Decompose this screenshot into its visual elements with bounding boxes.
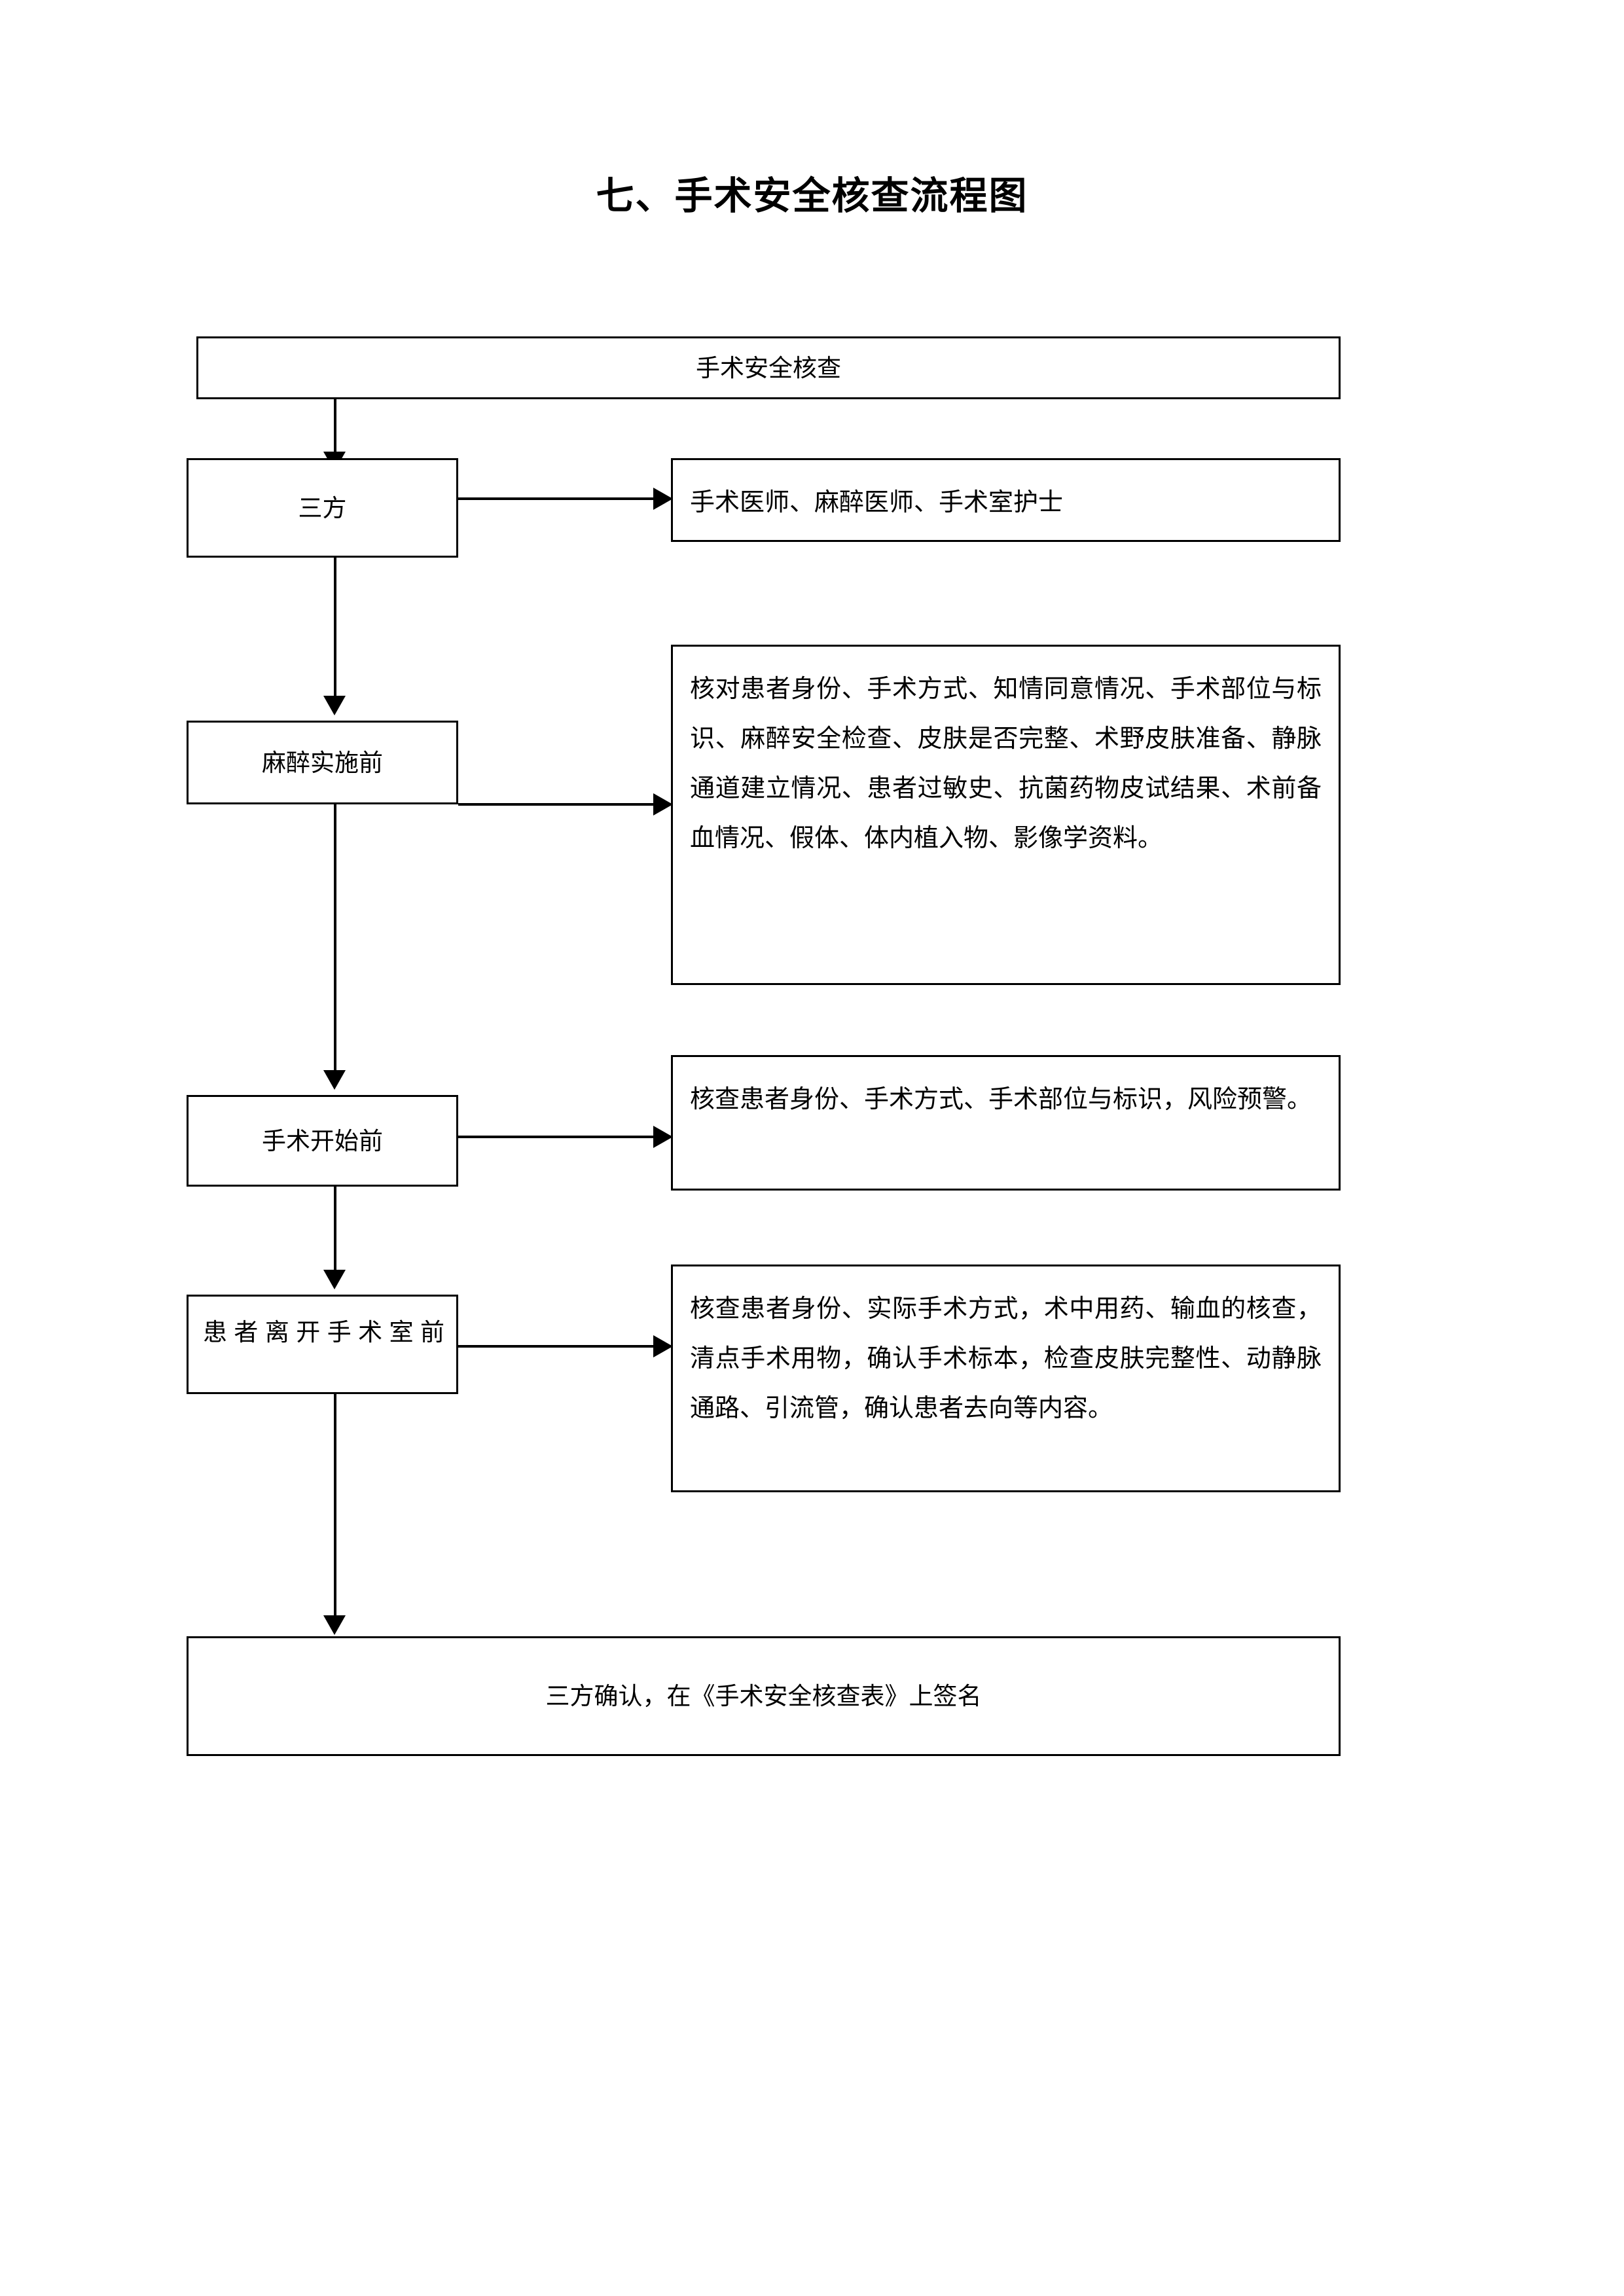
flow-node-start-label: 手术安全核查 — [696, 353, 841, 382]
flow-node-detail-three-parties-text: 手术医师、麻醉医师、手术室护士 — [690, 488, 1064, 516]
connector-stage2-to-stage3-arrowhead — [323, 1070, 346, 1090]
connector-stage1-to-stage2-arrowhead — [323, 696, 346, 715]
flow-node-detail-before-anesthesia: 核对患者身份、手术方式、知情同意情况、手术部位与标识、麻醉安全检查、皮肤是否完整… — [671, 645, 1341, 985]
flow-node-stage-before-surgery: 手术开始前 — [187, 1095, 458, 1187]
connector-stage1-to-detail1-line — [458, 497, 661, 500]
connector-stage4-to-end-arrowhead — [323, 1615, 346, 1635]
page-title: 七、手术安全核查流程图 — [596, 173, 1028, 218]
flow-node-stage-before-leaving-or-label: 患者离开手术室前 — [203, 1318, 444, 1346]
connector-stage2-to-stage3-line — [334, 804, 336, 1083]
flow-node-end: 三方确认，在《手术安全核查表》上签名 — [187, 1636, 1341, 1756]
connector-stage1-to-stage2-line — [334, 558, 336, 700]
flow-node-start: 手术安全核查 — [196, 336, 1341, 399]
flow-node-detail-before-surgery: 核查患者身份、手术方式、手术部位与标识，风险预警。 — [671, 1055, 1341, 1191]
flow-node-stage-three-parties-label: 三方 — [298, 493, 347, 522]
flow-node-detail-before-anesthesia-text: 核对患者身份、手术方式、知情同意情况、手术部位与标识、麻醉安全检查、皮肤是否完整… — [690, 674, 1322, 852]
connector-stage2-to-detail2-line — [458, 803, 661, 806]
flow-node-detail-before-surgery-text: 核查患者身份、手术方式、手术部位与标识，风险预警。 — [690, 1085, 1312, 1113]
connector-start-to-stage1-line — [334, 399, 336, 457]
connector-stage3-to-stage4-arrowhead — [323, 1270, 346, 1289]
flow-node-stage-before-surgery-label: 手术开始前 — [262, 1126, 383, 1155]
connector-stage3-to-stage4-line — [334, 1187, 336, 1281]
connector-stage4-to-detail4-line — [458, 1345, 661, 1348]
flow-node-end-label: 三方确认，在《手术安全核查表》上签名 — [545, 1682, 982, 1710]
connector-stage4-to-end-line — [334, 1394, 336, 1626]
flow-node-stage-before-leaving-or: 患者离开手术室前 — [187, 1295, 458, 1394]
connector-stage3-to-detail3-arrowhead — [653, 1126, 673, 1148]
flow-node-detail-before-leaving-or: 核查患者身份、实际手术方式，术中用药、输血的核查，清点手术用物，确认手术标本，检… — [671, 1265, 1341, 1492]
connector-stage1-to-detail1-arrowhead — [653, 488, 673, 510]
flow-node-stage-before-anesthesia: 麻醉实施前 — [187, 721, 458, 804]
flow-node-stage-three-parties: 三方 — [187, 458, 458, 558]
connector-stage4-to-detail4-arrowhead — [653, 1335, 673, 1357]
connector-stage3-to-detail3-line — [458, 1136, 661, 1138]
flow-node-stage-before-anesthesia-label: 麻醉实施前 — [262, 748, 383, 777]
flow-node-detail-three-parties: 手术医师、麻醉医师、手术室护士 — [671, 458, 1341, 542]
flow-node-detail-before-leaving-or-text: 核查患者身份、实际手术方式，术中用药、输血的核查，清点手术用物，确认手术标本，检… — [690, 1294, 1322, 1422]
connector-stage2-to-detail2-arrowhead — [653, 793, 673, 816]
